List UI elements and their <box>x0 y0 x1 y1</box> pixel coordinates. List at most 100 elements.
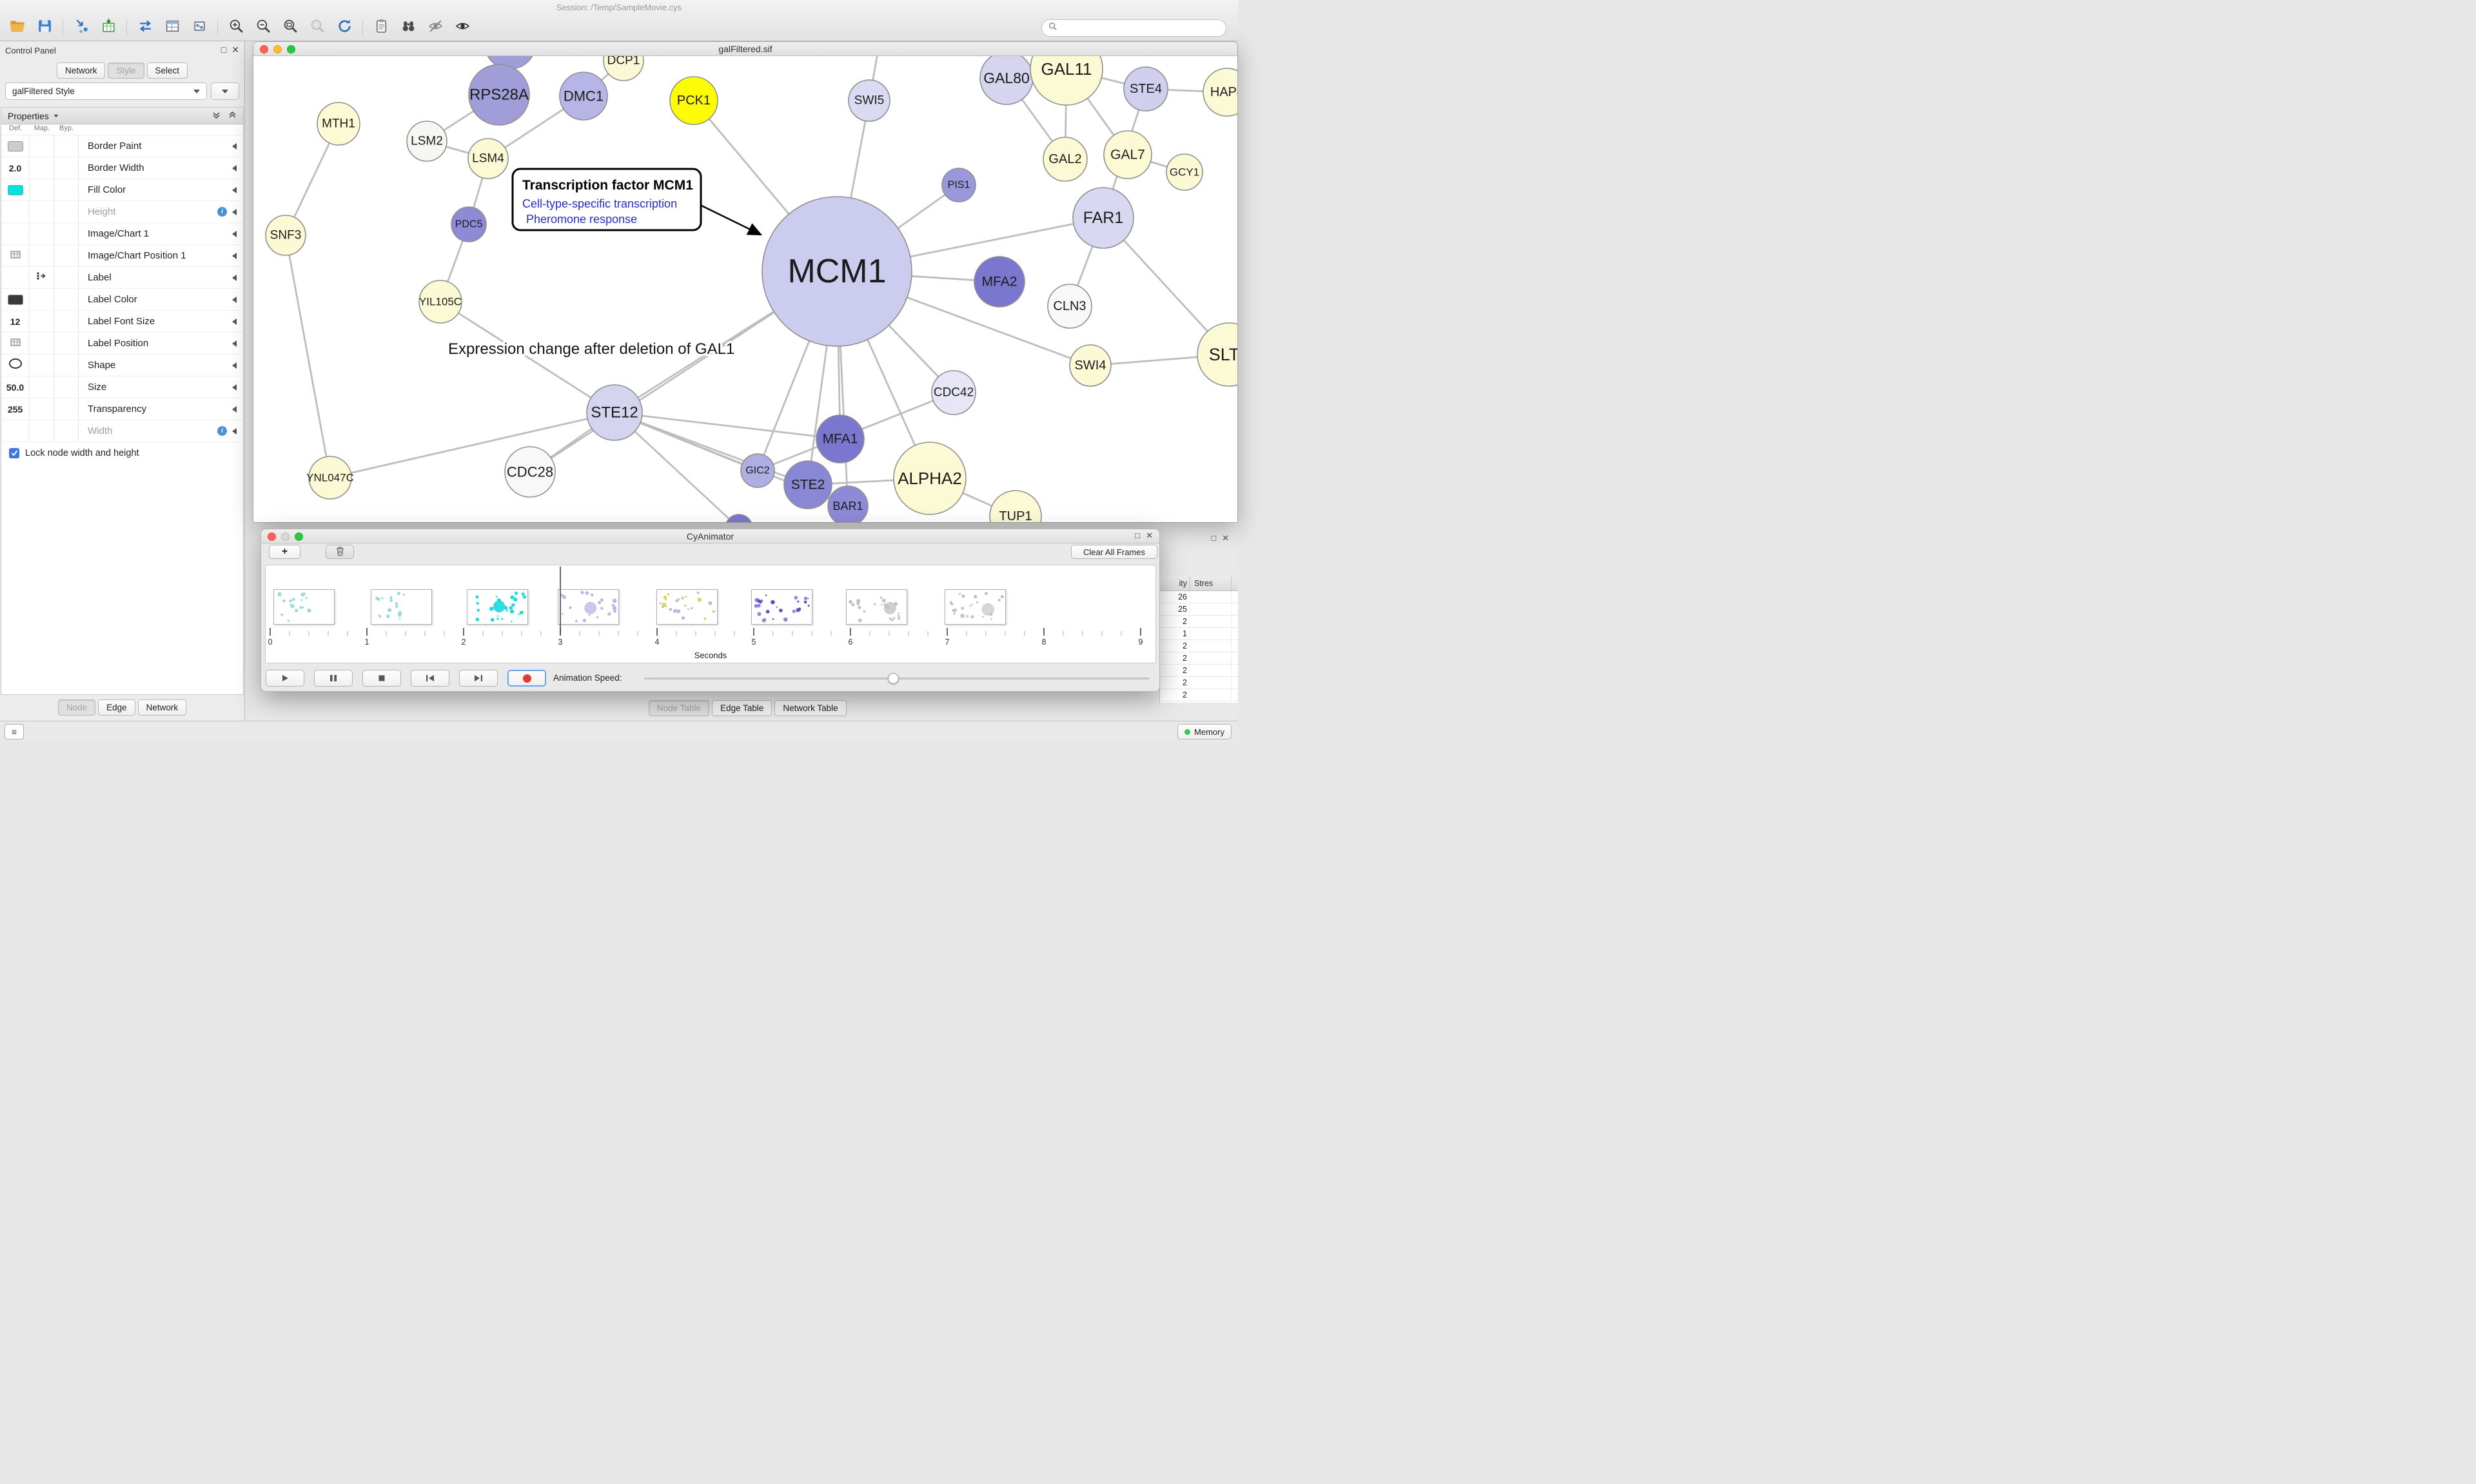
node-bar1[interactable] <box>827 485 869 522</box>
clear-all-frames-button[interactable]: Clear All Frames <box>1071 545 1157 559</box>
table-row[interactable]: 25 <box>1160 603 1238 616</box>
record-button[interactable] <box>507 670 546 687</box>
expand-row-icon[interactable] <box>232 340 237 347</box>
node-slt2[interactable] <box>1197 322 1237 387</box>
table-row[interactable]: 1 <box>1160 628 1238 640</box>
mapping-cell[interactable] <box>30 311 54 332</box>
bypass-cell[interactable] <box>54 135 79 157</box>
memory-button[interactable]: Memory <box>1177 724 1232 739</box>
node-hap4[interactable] <box>1203 68 1237 117</box>
tab-node[interactable]: Node <box>57 699 96 716</box>
float-panel-icon[interactable]: □ <box>221 44 227 55</box>
table-row[interactable]: 2 <box>1160 665 1238 677</box>
tab-select[interactable]: Select <box>146 63 188 79</box>
expand-row-icon[interactable] <box>232 274 237 281</box>
expand-row-icon[interactable] <box>232 252 237 259</box>
expand-row-icon[interactable] <box>232 405 237 413</box>
node-gal2[interactable] <box>1043 137 1088 182</box>
default-value-cell[interactable] <box>1 420 30 442</box>
table-column-header[interactable]: Stres <box>1190 577 1232 591</box>
node-gal7[interactable] <box>1103 130 1152 179</box>
node-gcy1[interactable] <box>1166 153 1203 191</box>
tab-edge-table[interactable]: Edge Table <box>712 700 772 716</box>
node-lsm2[interactable] <box>406 121 447 162</box>
show-details-button[interactable] <box>449 15 476 40</box>
default-value-cell[interactable] <box>1 179 30 200</box>
frame-thumbnail-4[interactable] <box>656 589 718 625</box>
node-rps28a[interactable] <box>468 64 530 126</box>
property-row-label[interactable]: Label <box>1 267 243 289</box>
node-gal11[interactable] <box>1030 56 1103 106</box>
table-row[interactable]: 2 <box>1160 616 1238 628</box>
import-network-button[interactable] <box>68 15 95 40</box>
mapping-cell[interactable] <box>30 289 54 310</box>
node-tup1[interactable] <box>989 490 1042 522</box>
expand-row-icon[interactable] <box>232 164 237 171</box>
frame-thumbnail-6[interactable] <box>846 589 907 625</box>
node-pis1[interactable] <box>941 168 976 202</box>
mapping-cell[interactable] <box>30 223 54 244</box>
node-snf3[interactable] <box>265 215 306 256</box>
default-value-cell[interactable] <box>1 201 30 222</box>
hide-details-button[interactable] <box>422 15 449 40</box>
edge-ste12-yil105c[interactable] <box>440 300 615 414</box>
expand-row-icon[interactable] <box>232 230 237 237</box>
zoom-out-button[interactable] <box>250 15 277 40</box>
expand-row-icon[interactable] <box>232 318 237 325</box>
node-mfa1[interactable] <box>816 415 865 464</box>
table-row[interactable]: 2 <box>1160 652 1238 665</box>
close-window-button[interactable] <box>268 532 276 541</box>
bypass-cell[interactable] <box>54 355 79 376</box>
node-dmc1[interactable] <box>559 72 608 121</box>
bypass-cell[interactable] <box>54 311 79 332</box>
default-value-cell[interactable] <box>1 289 30 310</box>
tab-edge[interactable]: Edge <box>98 699 135 716</box>
network-canvas[interactable]: Expression change after deletion of GAL1… <box>253 56 1237 522</box>
animation-speed-slider[interactable] <box>644 673 1150 684</box>
close-panel-icon[interactable]: ✕ <box>1146 531 1153 540</box>
search-network-button[interactable] <box>395 15 422 40</box>
table-column-header[interactable]: ity <box>1160 577 1190 591</box>
network-arrows-button[interactable] <box>132 15 159 40</box>
frame-thumbnail-7[interactable] <box>945 589 1006 625</box>
node-alpha2[interactable] <box>893 442 967 515</box>
property-row-shape[interactable]: Shape <box>1 355 243 376</box>
node-ste2[interactable] <box>783 460 832 509</box>
property-row-image-chart-1[interactable]: Image/Chart 1 <box>1 223 243 245</box>
cyanimator-titlebar[interactable]: CyAnimator □ ✕ <box>261 529 1159 543</box>
default-value-cell[interactable] <box>1 223 30 244</box>
info-icon[interactable]: i <box>217 426 227 436</box>
network-window-titlebar[interactable]: galFiltered.sif <box>253 42 1237 56</box>
tab-network[interactable]: Network <box>137 699 187 716</box>
edge-ste12-ynl047c[interactable] <box>329 411 615 479</box>
default-value-cell[interactable] <box>1 333 30 354</box>
node-ynl047c[interactable] <box>308 456 352 500</box>
minimize-window-button[interactable] <box>273 44 282 54</box>
collapse-all-icon[interactable] <box>212 111 221 121</box>
expand-row-icon[interactable] <box>232 208 237 215</box>
close-window-button[interactable] <box>260 44 268 54</box>
node-lsm4[interactable] <box>467 138 509 179</box>
add-frame-button[interactable]: + <box>269 545 300 559</box>
tab-network[interactable]: Network <box>56 63 106 79</box>
node-pck1[interactable] <box>669 76 718 125</box>
mapping-cell[interactable] <box>30 179 54 200</box>
style-options-button[interactable] <box>211 83 239 100</box>
close-panel-icon[interactable]: ✕ <box>1222 533 1229 543</box>
skip-to-end-button[interactable] <box>459 670 498 687</box>
edge-snf3-ynl047c[interactable] <box>284 235 331 478</box>
network-graph[interactable]: Expression change after deletion of GAL1… <box>253 56 1237 522</box>
bypass-cell[interactable] <box>54 179 79 200</box>
frame-thumbnail-3[interactable] <box>558 589 619 625</box>
frame-thumbnail-5[interactable] <box>751 589 812 625</box>
mapping-cell[interactable] <box>30 420 54 442</box>
mapping-cell[interactable] <box>30 201 54 222</box>
node-dcp1[interactable] <box>603 56 644 81</box>
lock-size-checkbox[interactable] <box>9 448 19 458</box>
bypass-cell[interactable] <box>54 267 79 288</box>
default-value-cell[interactable]: 2.0 <box>1 157 30 179</box>
node-yil105c[interactable] <box>418 280 462 324</box>
mapping-cell[interactable] <box>30 267 54 288</box>
node-cln3[interactable] <box>1047 284 1092 329</box>
